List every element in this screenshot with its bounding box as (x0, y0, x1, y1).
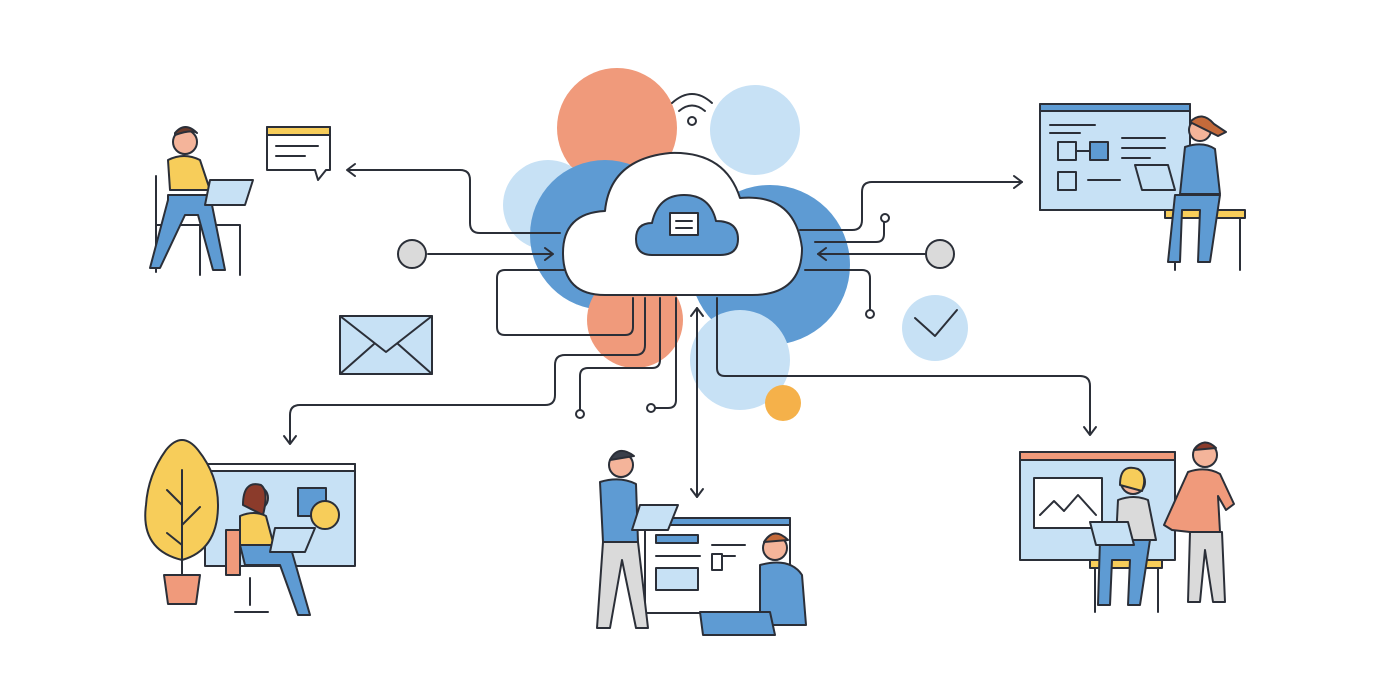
check-icon (902, 295, 968, 361)
connector-lines (283, 163, 1097, 498)
people-screen-bottom-center (596, 449, 807, 636)
document-icon (635, 194, 739, 256)
person-laptop-top-left (149, 126, 254, 276)
envelope-icon (339, 315, 433, 375)
person-screen-bottom-left (144, 439, 356, 616)
people-screen-bottom-right (1019, 441, 1235, 613)
message-icon (266, 126, 331, 181)
person-screen-top-right (1039, 103, 1246, 271)
wifi-icon (671, 93, 713, 126)
cloud-icon (562, 151, 803, 296)
node-dot-right (925, 239, 955, 269)
node-dot-left (397, 239, 427, 269)
